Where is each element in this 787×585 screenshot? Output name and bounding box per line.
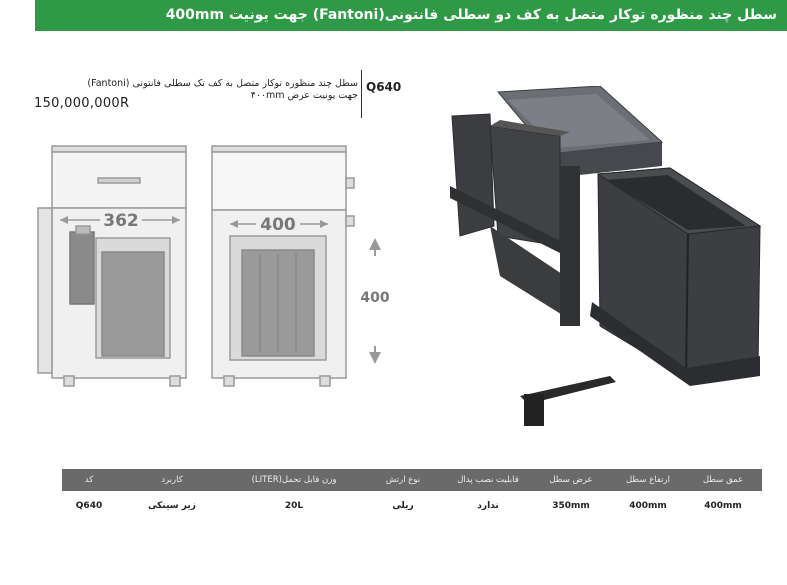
header-usage: کاربرد: [161, 475, 183, 485]
cell-rail-type: ریلی: [392, 501, 414, 511]
cell-height: 400mm: [629, 501, 667, 511]
product-code: Q640: [366, 80, 402, 94]
inner-width-dimension: 362: [60, 210, 180, 231]
outer-width-dimension: 400: [230, 214, 328, 235]
page-banner: سطل چند منظوره توکار متصل به کف دو سطلی …: [35, 0, 787, 31]
header-capacity: وزن قابل تحمل(LITER): [251, 475, 337, 485]
spec-table-header: کد کاربرد وزن قابل تحمل(LITER) نوع ارتش …: [62, 469, 762, 491]
product-image: [450, 86, 762, 426]
outer-width-label: 400: [260, 215, 296, 235]
height-dimension: 400: [360, 238, 390, 364]
cell-depth: 400mm: [704, 501, 742, 511]
header-depth: عمق سطل: [702, 475, 744, 485]
cell-code: Q640: [75, 501, 103, 511]
header-rail-type: نوع ارتش: [385, 475, 421, 485]
page-title: سطل چند منظوره توکار متصل به کف دو سطلی …: [165, 7, 777, 23]
header-width: عرض سطل: [549, 475, 593, 485]
code-separator: [361, 70, 362, 118]
header-height: ارتفاع سطل: [625, 475, 671, 485]
left-cabinet-drawing: [37, 145, 233, 387]
product-price: 150,000,000R: [34, 96, 130, 111]
product-description: سطل چند منظوره توکار متصل به کف تک سطلی …: [87, 78, 358, 101]
cell-width: 350mm: [552, 501, 590, 511]
right-cabinet-drawing: [211, 145, 355, 387]
inner-width-label: 362: [103, 211, 139, 231]
header-pedal: قابلیت نصب پدال: [457, 475, 519, 485]
header-code: کد: [84, 475, 94, 485]
height-label: 400: [360, 290, 389, 306]
table-row: Q640 زیر سینکی 20L ریلی ندارد 350mm 400m…: [62, 497, 762, 515]
dimension-diagram: 362 400 400: [37, 145, 390, 387]
cell-capacity: 20L: [284, 501, 304, 511]
cell-usage: زیر سینکی: [148, 501, 196, 511]
cell-pedal: ندارد: [477, 501, 499, 511]
